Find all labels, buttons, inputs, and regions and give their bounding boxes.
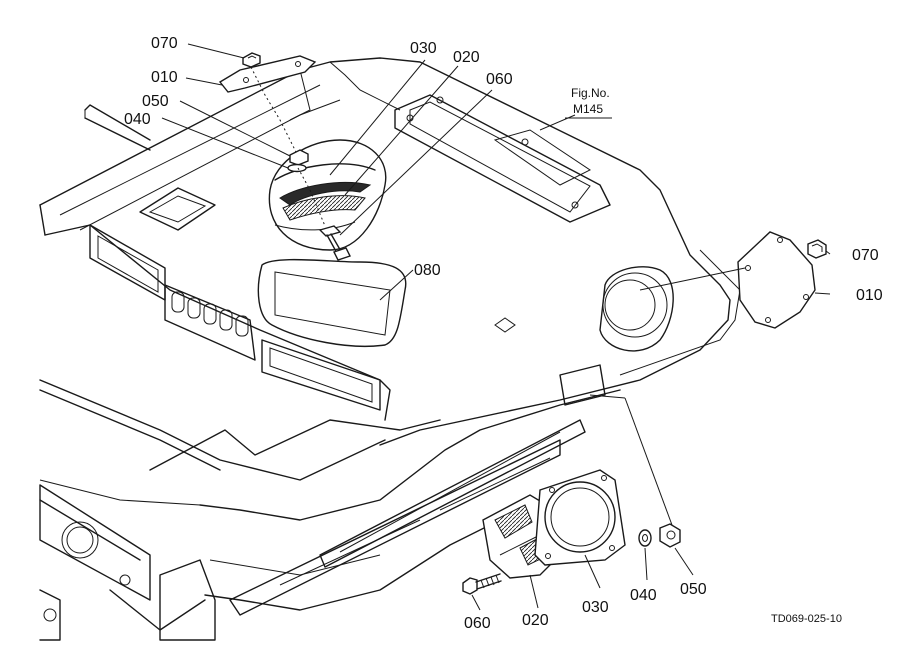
callout-labels: 070 010 050 040 030 020 060 080 070 010 … (124, 35, 883, 632)
callout-right-010: 010 (856, 287, 883, 304)
right-speaker-cover (639, 231, 827, 329)
callout-top-040: 040 (124, 111, 151, 128)
side-rail (229, 419, 586, 616)
lower-washer (638, 529, 652, 547)
top-cover-plate (218, 55, 317, 93)
left-frame (39, 484, 216, 641)
callout-bottom-060: 060 (464, 615, 491, 632)
leader-lines (161, 43, 831, 611)
vent-grille (171, 291, 249, 337)
drawing-code: TD069-025-10 (771, 613, 842, 625)
right-speaker-recess (599, 266, 674, 352)
callout-right-070: 070 (852, 247, 879, 264)
callout-bottom-020: 020 (522, 612, 549, 629)
top-washer-040 (287, 163, 307, 173)
right-nut (807, 239, 827, 259)
top-speaker-inset (218, 52, 387, 261)
callout-top-050: 050 (142, 93, 169, 110)
callout-top-020: 020 (453, 49, 480, 66)
lower-bolt (462, 573, 502, 595)
top-nut-050 (289, 149, 309, 166)
cab-roof (39, 57, 741, 641)
callout-top-070: 070 (151, 35, 178, 52)
callout-top-010: 010 (151, 69, 178, 86)
lower-speaker-exploded (462, 394, 681, 595)
top-nut (242, 52, 261, 68)
lower-nut (659, 523, 681, 548)
callout-bottom-040: 040 (630, 587, 657, 604)
callout-bottom-050: 050 (680, 581, 707, 598)
figure-ref-title: Fig.No. (571, 86, 610, 100)
top-bolt (318, 225, 351, 261)
callout-center-080: 080 (414, 262, 441, 279)
callout-top-030: 030 (410, 40, 437, 57)
figure-ref-number: M145 (573, 102, 603, 116)
callout-top-060: 060 (486, 71, 513, 88)
lower-speaker-plate (534, 469, 626, 566)
callout-bottom-030: 030 (582, 599, 609, 616)
